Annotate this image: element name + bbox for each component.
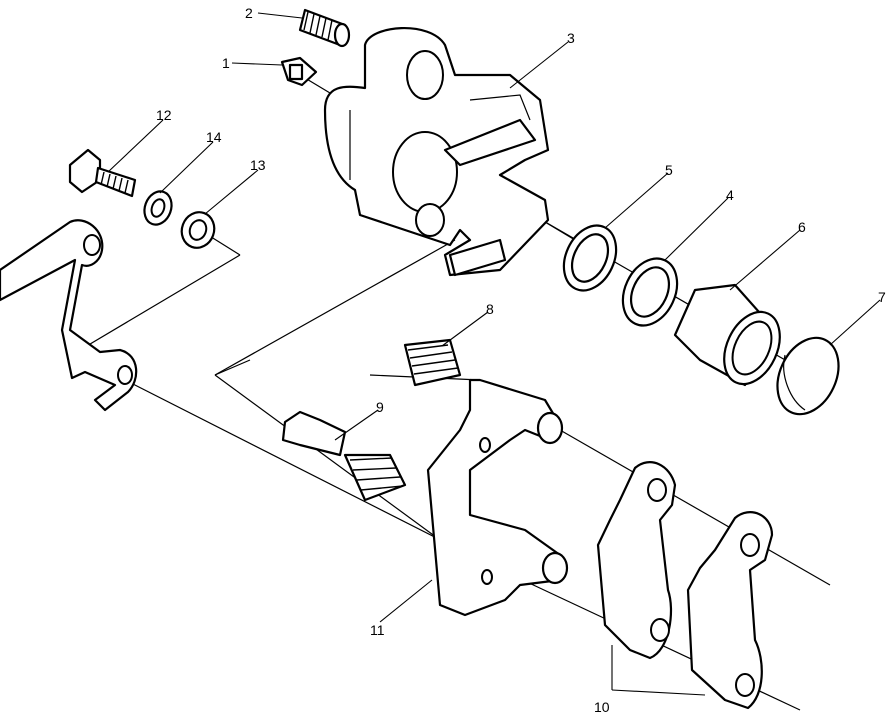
callout-11: 11 — [370, 622, 385, 638]
dust-seal — [621, 257, 679, 327]
slide-pin-boot — [403, 338, 462, 387]
callout-12: 12 — [156, 107, 172, 123]
callout-5: 5 — [665, 162, 673, 178]
callout-1: 1 — [222, 55, 230, 71]
slide-pin — [281, 410, 407, 502]
callout-3: 3 — [567, 30, 575, 46]
piston-cap — [776, 336, 840, 416]
mounting-bolt — [68, 148, 137, 198]
leader-lines — [107, 12, 881, 696]
brake-pad-front — [596, 461, 677, 660]
lock-washer — [143, 190, 173, 226]
callout-10: 10 — [594, 699, 610, 715]
piston — [673, 283, 781, 387]
callout-2: 2 — [245, 5, 253, 21]
callout-13: 13 — [250, 157, 266, 173]
callout-8: 8 — [486, 301, 494, 317]
flat-washer — [180, 211, 216, 249]
callout-9: 9 — [376, 399, 384, 415]
callout-6: 6 — [798, 219, 806, 235]
caliper-bracket — [426, 378, 569, 617]
bleeder-screw — [298, 8, 351, 48]
piston-seal — [562, 224, 618, 292]
callout-4: 4 — [726, 187, 734, 203]
bleeder-fitting — [280, 56, 318, 87]
mounting-arm — [0, 219, 138, 412]
callout-7: 7 — [878, 289, 886, 305]
callout-14: 14 — [206, 129, 222, 145]
callout-labels: 1 2 3 4 5 6 7 8 9 10 11 12 13 14 — [156, 5, 886, 715]
brake-pad-rear — [686, 511, 774, 710]
caliper-body — [323, 26, 550, 277]
